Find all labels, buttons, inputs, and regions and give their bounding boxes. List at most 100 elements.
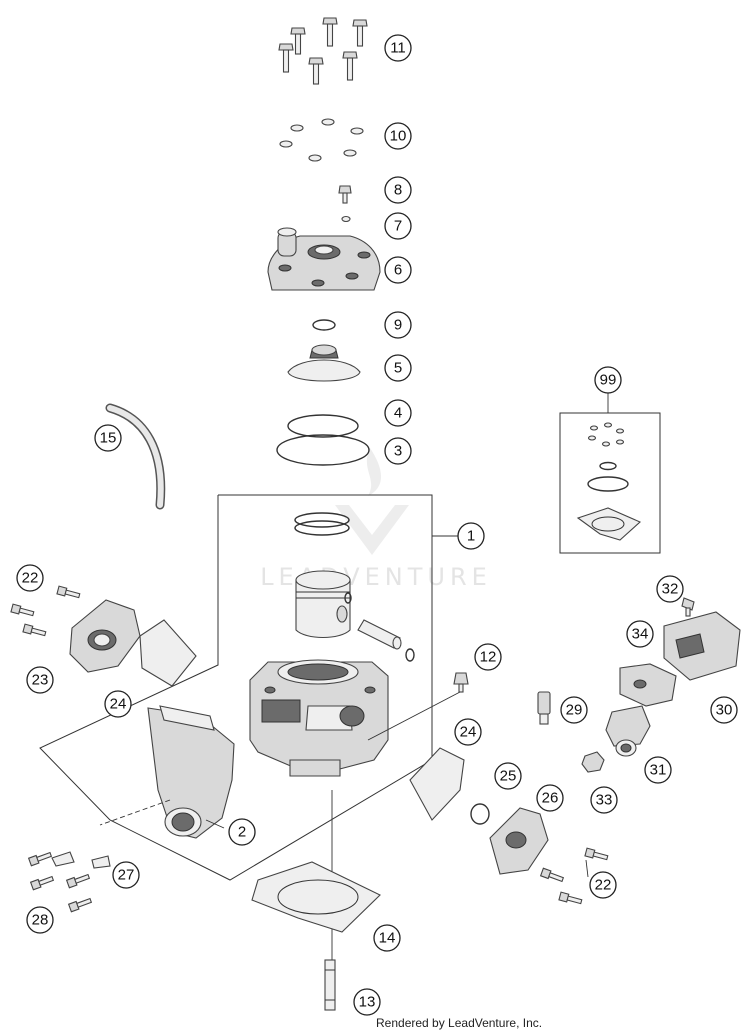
head-screw [338,185,352,204]
callout-24-right: 24 [454,718,482,746]
callout-2: 2 [228,818,256,846]
svg-text:27: 27 [118,867,135,884]
svg-text:28: 28 [32,912,49,929]
head-washers [279,118,364,162]
piston-pin-clip [344,592,352,604]
svg-text:24: 24 [460,724,477,741]
cylinder [249,659,389,777]
piston-pin [357,619,402,650]
svg-text:10: 10 [390,128,407,145]
gasket-right [409,747,465,821]
callout-25: 25 [494,762,522,790]
svg-text:22: 22 [22,570,39,587]
valve-30 [619,663,677,707]
o-ring-3 [276,434,370,466]
svg-text:6: 6 [394,262,402,279]
callout-99: 99 [594,366,622,394]
callout-6: 6 [384,256,412,284]
screw-32 [681,597,695,617]
callout-33: 33 [590,786,618,814]
svg-text:2: 2 [238,824,246,841]
callout-12: 12 [474,643,502,671]
svg-text:22: 22 [595,877,612,894]
callout-22-right: 22 [589,871,617,899]
svg-text:15: 15 [100,430,117,447]
svg-text:34: 34 [632,626,649,643]
callout-26: 26 [536,784,564,812]
callout-32: 32 [656,575,684,603]
callout-1: 1 [457,522,485,550]
callout-9: 9 [384,311,412,339]
svg-text:32: 32 [662,581,679,598]
svg-text:13: 13 [359,994,376,1011]
valve-housing-34 [663,611,741,681]
svg-text:14: 14 [379,930,396,947]
callout-10: 10 [384,122,412,150]
head-bolts [278,17,368,85]
svg-text:8: 8 [394,182,402,199]
footer-credit: Rendered by LeadVenture, Inc. [376,1016,543,1030]
piston-pin-clip [405,648,415,662]
sensor-29 [537,691,551,725]
callout-13: 13 [353,988,381,1016]
left-screws [10,585,81,637]
svg-text:31: 31 [650,762,667,779]
callout-34: 34 [626,620,654,648]
svg-text:30: 30 [716,702,733,719]
callout-15: 15 [94,424,122,452]
combustion-chamber-insert [287,344,361,382]
svg-text:99: 99 [600,372,617,389]
svg-text:33: 33 [596,792,613,809]
kit-contents [576,422,642,541]
callout-8: 8 [384,176,412,204]
o-ring-9 [312,319,336,331]
o-ring-25 [470,803,490,825]
svg-text:3: 3 [394,443,402,460]
callout-22-left: 22 [16,564,44,592]
lock-plates [51,851,111,869]
callout-27: 27 [112,861,140,889]
callout-3: 3 [384,437,412,465]
callout-5: 5 [384,354,412,382]
svg-text:26: 26 [542,790,559,807]
valve-31 [605,705,651,757]
o-ring-4 [287,414,359,438]
svg-text:7: 7 [394,218,402,235]
svg-text:4: 4 [394,405,402,422]
svg-text:24: 24 [110,696,127,713]
right-screws [539,847,609,905]
svg-text:5: 5 [394,360,402,377]
callout-11: 11 [384,34,412,62]
callout-14: 14 [373,924,401,952]
callout-30: 30 [710,696,738,724]
callout-23: 23 [26,666,54,694]
gasket-kit-box [559,412,661,554]
svg-text:1: 1 [467,528,475,545]
callout-24-left: 24 [104,690,132,718]
right-cover [489,807,549,875]
callout-31: 31 [644,756,672,784]
flange-screws [27,851,93,913]
cylinder-head [267,227,381,291]
svg-text:9: 9 [394,317,402,334]
gasket-left [139,619,197,687]
svg-text:12: 12 [480,649,497,666]
cylinder-stud [324,959,336,1011]
callout-4: 4 [384,399,412,427]
svg-text:25: 25 [500,768,517,785]
assembly-outline-1 [39,494,433,881]
left-cover [69,599,141,673]
base-gasket [251,861,381,933]
piston [295,570,351,639]
axis-line [99,799,171,826]
banjo-bolt [453,672,469,693]
piston-rings [294,512,350,536]
sealing-washer [341,215,351,223]
intake-flange [147,705,235,839]
svg-text:23: 23 [32,672,49,689]
svg-text:11: 11 [390,40,406,57]
watermark-text: LEADVENTURE [260,563,492,591]
callout-29: 29 [560,696,588,724]
nut-33 [581,751,605,773]
